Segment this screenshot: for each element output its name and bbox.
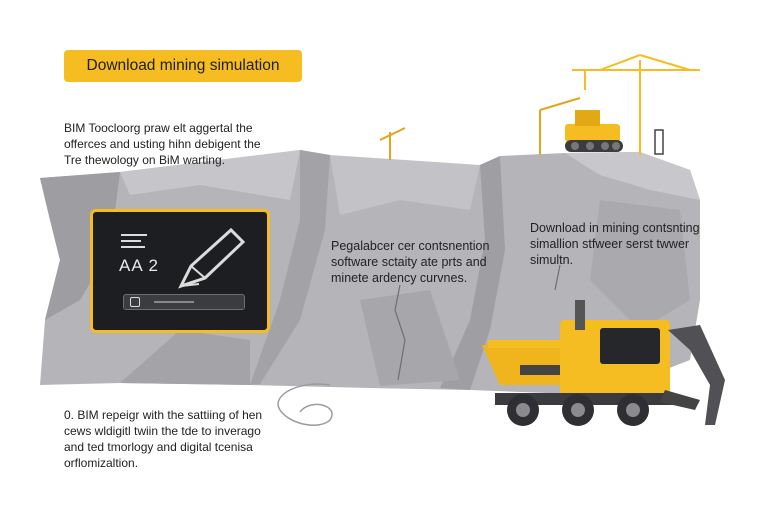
- intro-line: BIM Toocloorg praw elt aggertal the: [64, 121, 253, 135]
- derrick-crane-icon: [539, 97, 581, 155]
- download-mining-simulation-button[interactable]: Download mining simulation: [64, 50, 302, 82]
- bim-tool-panel: AA 2: [90, 209, 270, 333]
- intro-line: Tre thewology on BiM warting.: [64, 153, 225, 167]
- callout-line: simallion stfweer serst twwer: [530, 237, 690, 251]
- callout-line: Download in mining contsnting: [530, 221, 700, 235]
- bottom-line: and ted tmorlogy and digital tcenisa: [64, 440, 253, 454]
- bottom-line: cews wldigitl twiin the tde to inverago: [64, 424, 261, 438]
- intro-line: offerces and usting hihn debigent the: [64, 137, 261, 151]
- callout-right: Download in mining contsnting simallion …: [530, 220, 700, 268]
- bottom-paragraph: 0. BIM repeigr with the sattiing of hen …: [64, 407, 262, 471]
- excavator-icon: [660, 325, 725, 425]
- callout-line: Pegalabcer cer contsnention: [331, 239, 490, 253]
- crane-icon: [572, 54, 700, 155]
- intro-paragraph: BIM Toocloorg praw elt aggertal the offe…: [64, 120, 261, 168]
- callout-center: Pegalabcer cer contsnention software sct…: [331, 238, 489, 286]
- small-crane-icon: [379, 127, 406, 160]
- lock-icon: [130, 297, 140, 307]
- callout-line: software sctaity ate prts and: [331, 255, 487, 269]
- input-placeholder-line: [154, 301, 194, 303]
- panel-input-field[interactable]: [123, 294, 245, 310]
- callout-line: minete ardency curvnes.: [331, 271, 468, 285]
- bottom-line: orflomizaltion.: [64, 456, 139, 470]
- callout-line: simultn.: [530, 253, 574, 267]
- panel-label: AA 2: [119, 256, 159, 275]
- mining-truck-icon: [482, 300, 675, 426]
- bottom-line: 0. BIM repeigr with the sattiing of hen: [64, 408, 263, 422]
- bulldozer-icon: [565, 110, 623, 152]
- pencil-icon: [178, 227, 246, 289]
